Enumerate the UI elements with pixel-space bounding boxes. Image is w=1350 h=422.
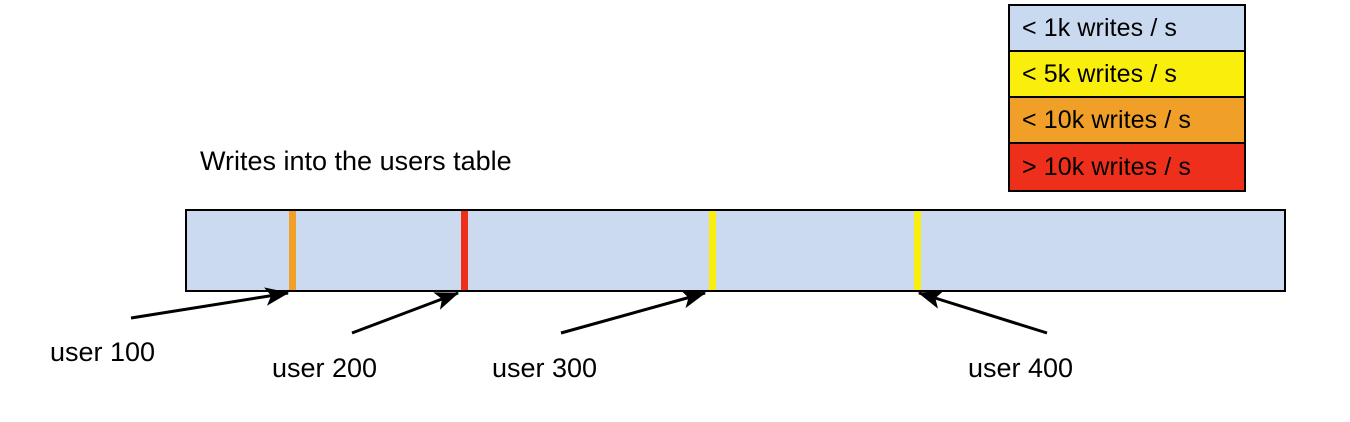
bar-marker-user-200 [461, 211, 468, 290]
arrow-user-300 [560, 290, 707, 335]
legend: < 1k writes / s < 5k writes / s < 10k wr… [1008, 4, 1246, 192]
bar-marker-user-400 [914, 211, 921, 290]
legend-label-under-1k: < 1k writes / s [1022, 13, 1178, 42]
legend-row-over-10k: > 10k writes / s [1010, 144, 1244, 190]
legend-row-under-10k: < 10k writes / s [1010, 98, 1244, 144]
arrow-user-400 [917, 290, 1048, 335]
label-user-100: user 100 [50, 337, 156, 367]
legend-label-under-5k: < 5k writes / s [1022, 59, 1178, 88]
legend-row-under-5k: < 5k writes / s [1010, 52, 1244, 98]
arrow-user-100 [130, 287, 290, 320]
users-table-bar [185, 209, 1286, 292]
chart-title: Writes into the users table [200, 146, 512, 176]
legend-row-under-1k: < 1k writes / s [1010, 6, 1244, 52]
label-user-200: user 200 [272, 353, 378, 383]
legend-label-over-10k: > 10k writes / s [1022, 152, 1192, 181]
label-user-300: user 300 [492, 353, 598, 383]
bar-marker-user-100 [289, 211, 296, 290]
legend-label-under-10k: < 10k writes / s [1022, 105, 1192, 134]
label-user-400: user 400 [968, 353, 1074, 383]
arrow-user-200 [351, 291, 460, 335]
bar-marker-user-300 [709, 211, 716, 290]
